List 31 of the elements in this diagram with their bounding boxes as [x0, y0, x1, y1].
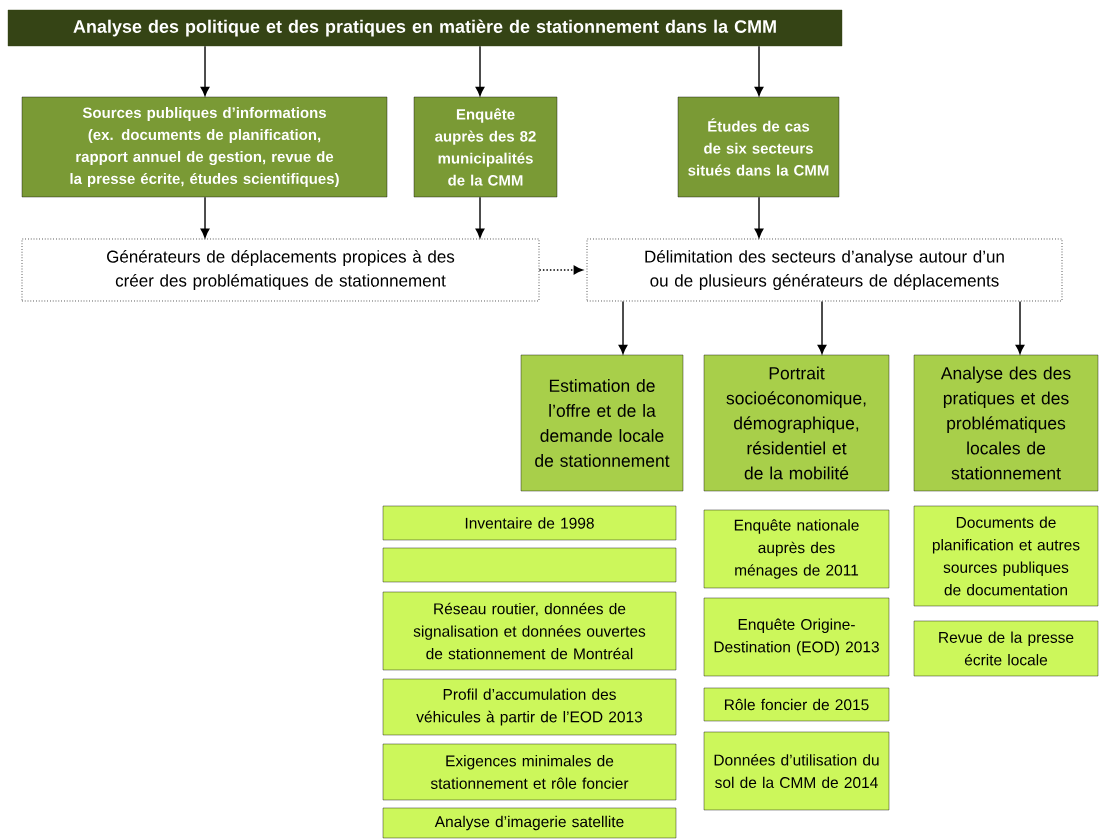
data-box: Revue de la presse écrite locale	[913, 620, 1099, 677]
process-box: Délimitation des secteurs d’analyse autour d’un ou de plusieurs générateurs de déplacements	[586, 238, 1063, 302]
arrow	[538, 265, 583, 275]
arrow	[618, 300, 628, 355]
arrow	[1015, 300, 1025, 355]
arrow	[475, 196, 485, 238]
data-box: Réseau routier, données de signalisation et données ouvertes de stationnement de Montréal	[382, 591, 677, 671]
arrow	[200, 45, 210, 97]
process-box: Sources publiques d’informations (ex. documents de planification, rapport annuel de gestion, revue de la presse écrite, études scientifiques)	[21, 96, 388, 198]
title-banner: Analyse des politique et des pratiques en matière de stationnement dans la CMM	[7, 9, 843, 47]
data-box: Analyse d’imagerie satellite	[382, 807, 677, 839]
data-box: Données d’utilisation du sol de la CMM de 2014	[703, 731, 890, 811]
data-box: Exigences minimales de stationnement et rôle foncier	[382, 743, 677, 801]
data-box	[382, 547, 677, 583]
process-box: Générateurs de déplacements propices à des créer des problématiques de stationnement	[21, 238, 540, 302]
data-box: Rôle foncier de 2015	[703, 687, 890, 722]
process-box: Portrait socioéconomique, démographique, résidentiel et de la mobilité	[703, 354, 890, 492]
data-box: Documents de planification et autres sources publiques de documentation	[913, 505, 1099, 607]
arrow	[754, 196, 764, 238]
process-box: Estimation de l’offre et de la demande locale de stationnement	[520, 354, 684, 492]
process-box: Enquête auprès des 82 municipalités de la CMM	[413, 96, 558, 198]
arrow	[200, 196, 210, 238]
arrow	[754, 45, 764, 97]
arrow	[475, 45, 485, 97]
process-box: Analyse des des pratiques et des problématiques locales de stationnement	[913, 354, 1099, 492]
data-box: Enquête Origine-Destination (EOD) 2013	[703, 597, 890, 677]
arrow	[817, 300, 827, 355]
process-box: Études de cas de six secteurs situés dans la CMM	[677, 96, 840, 198]
data-box: Enquête nationale auprès des ménages de 2011	[703, 509, 890, 589]
data-box: Profil d’accumulation des véhicules à partir de l’EOD 2013	[382, 678, 677, 736]
data-box: Inventaire de 1998	[382, 505, 677, 541]
